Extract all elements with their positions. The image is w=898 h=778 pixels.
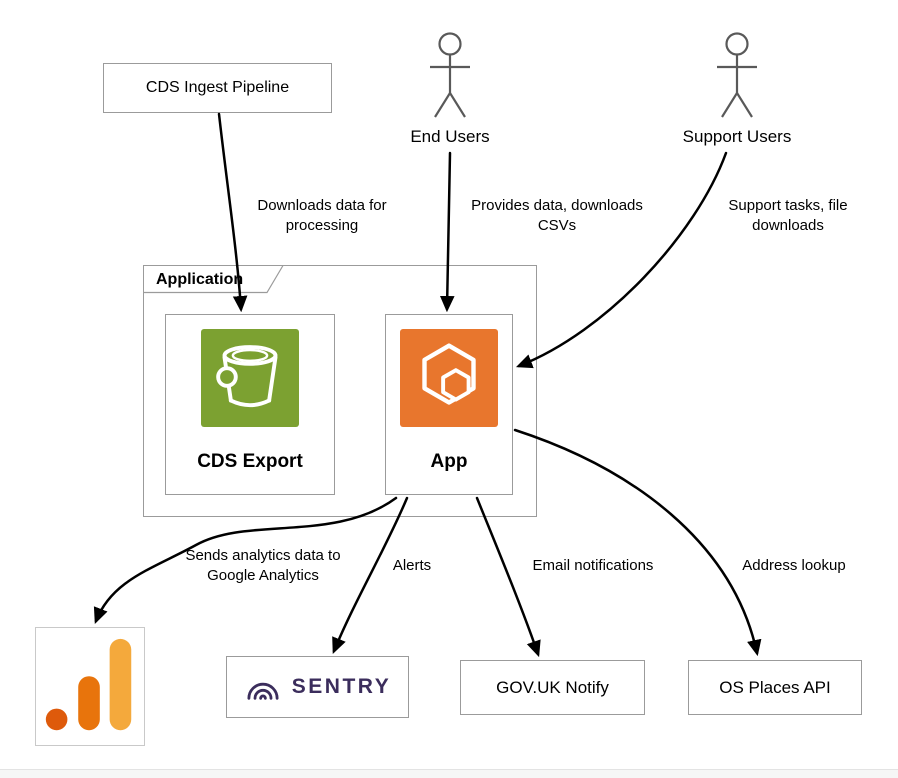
edge-label-address-lookup: Address lookup <box>742 557 846 574</box>
end-users-label: End Users <box>410 127 490 146</box>
cds-export-label: CDS Export <box>197 451 303 472</box>
application-boundary-label: Application <box>156 271 244 288</box>
google-analytics-icon <box>45 638 132 731</box>
google-analytics-node <box>35 627 145 746</box>
cds-ingest-pipeline-node: CDS Ingest Pipeline <box>103 63 332 113</box>
sentry-label: SENTRY <box>291 675 392 698</box>
cds-ingest-pipeline-label: CDS Ingest Pipeline <box>145 79 290 96</box>
govuk-notify-label: GOV.UK Notify <box>496 677 609 697</box>
arrow-app-to-osplaces <box>513 428 762 657</box>
os-places-api-node: OS Places API <box>688 660 862 715</box>
ecs-icon <box>400 329 498 427</box>
s3-bucket-icon <box>201 329 299 427</box>
govuk-notify-node: GOV.UK Notify <box>460 660 645 715</box>
sentry-node: SENTRY <box>226 656 409 718</box>
bottom-scroll-strip <box>0 769 898 778</box>
edge-label-email-notifications: Email notifications <box>532 557 654 574</box>
cds-export-node: CDS Export <box>165 314 335 495</box>
edge-label-analytics: Sends analytics data to Google Analytics <box>185 547 341 585</box>
app-label: App <box>430 451 468 472</box>
edge-label-downloads-data: Downloads data for processing <box>257 197 387 235</box>
edge-label-provides-data: Provides data, downloads CSVs <box>471 197 643 235</box>
end-users-actor-icon <box>430 32 470 118</box>
edge-label-alerts: Alerts <box>392 557 432 574</box>
os-places-api-label: OS Places API <box>719 677 831 697</box>
support-users-actor-icon <box>717 32 757 118</box>
arrow-support-to-app <box>515 151 728 369</box>
app-node: App <box>385 314 513 495</box>
sentry-logo-icon <box>247 682 279 700</box>
support-users-label: Support Users <box>682 127 792 146</box>
edge-label-support-tasks: Support tasks, file downloads <box>728 197 848 235</box>
